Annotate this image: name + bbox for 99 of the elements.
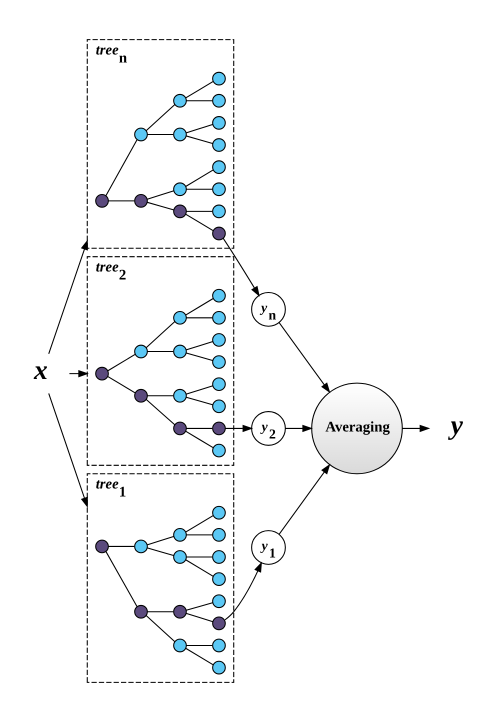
connector <box>108 376 136 393</box>
arrow <box>69 369 89 377</box>
connector <box>106 550 138 606</box>
connector <box>186 100 212 101</box>
connector <box>186 558 214 576</box>
connector <box>186 430 214 448</box>
connector <box>148 394 174 396</box>
node-circle <box>212 310 226 324</box>
arrow <box>402 424 430 432</box>
node-circle <box>212 550 226 564</box>
connector <box>146 320 176 348</box>
node-circle <box>173 127 187 141</box>
connector <box>186 556 212 557</box>
connector <box>146 614 176 642</box>
connector <box>186 213 214 230</box>
connector <box>148 610 174 612</box>
connector <box>186 316 212 318</box>
node-circle <box>212 332 226 346</box>
node-circle <box>173 93 187 108</box>
node-circle <box>134 344 148 358</box>
connector <box>186 124 213 133</box>
connector <box>186 384 213 394</box>
node-circle <box>212 204 226 218</box>
arrow <box>278 322 330 393</box>
connector <box>146 398 176 425</box>
node-circle <box>212 71 226 85</box>
arrow <box>285 424 313 432</box>
connector <box>186 210 212 212</box>
node-circle <box>212 505 226 520</box>
node-circle <box>212 616 226 630</box>
connector <box>186 188 212 190</box>
node-circle <box>134 388 148 402</box>
node-circle <box>212 421 226 435</box>
connector <box>186 80 214 98</box>
connector <box>186 340 213 350</box>
node-circle <box>212 376 226 391</box>
node-circle <box>173 604 187 618</box>
connector <box>186 134 213 144</box>
arrow <box>222 238 260 296</box>
connector <box>147 190 174 200</box>
connector <box>186 514 214 532</box>
node-circle <box>134 127 148 141</box>
node-circle <box>212 398 226 413</box>
connector <box>186 352 213 361</box>
node-circle <box>95 539 109 553</box>
node-circle <box>173 204 187 218</box>
connector <box>186 647 214 665</box>
node-circle <box>212 116 226 130</box>
node-circle <box>212 443 226 457</box>
connector <box>147 201 174 210</box>
connector <box>186 612 213 622</box>
node-circle <box>173 344 187 358</box>
node-circle <box>212 528 226 542</box>
node-circle <box>173 638 187 652</box>
arrow <box>48 238 88 354</box>
connector <box>186 298 214 315</box>
connector <box>186 644 212 646</box>
node-circle <box>173 421 187 435</box>
connector <box>148 133 174 134</box>
node-circle <box>173 528 187 542</box>
node-circle <box>173 388 187 402</box>
connector <box>186 396 213 405</box>
node-circle <box>212 226 226 240</box>
connector <box>186 169 214 186</box>
connector <box>147 546 174 556</box>
node-circle <box>134 539 148 553</box>
arrow <box>224 561 262 620</box>
node-circle <box>212 594 226 608</box>
connector <box>108 545 134 546</box>
connector <box>108 354 136 371</box>
node-circle <box>212 572 226 586</box>
connector <box>146 104 176 130</box>
arrow <box>48 392 88 508</box>
connector <box>106 139 138 196</box>
connector <box>108 200 134 201</box>
node-circle <box>212 288 226 302</box>
node-text: x <box>34 354 48 385</box>
node-circle <box>95 366 109 380</box>
node-circle <box>212 354 226 368</box>
arrow <box>225 424 254 432</box>
node-circle <box>212 93 226 108</box>
connector <box>147 536 174 545</box>
node-circle <box>212 660 226 674</box>
node-circle <box>134 194 148 208</box>
node-circle <box>134 604 148 618</box>
connector <box>186 534 212 535</box>
node-circle <box>212 138 226 152</box>
node-circle <box>173 550 187 564</box>
connector <box>186 602 213 610</box>
connector <box>148 350 174 352</box>
connector <box>186 427 212 428</box>
node-circle <box>173 182 187 196</box>
node-circle <box>95 194 109 208</box>
node-circle <box>173 310 187 324</box>
node-circle <box>212 638 226 652</box>
node-circle <box>212 160 226 174</box>
node-circle <box>212 182 226 196</box>
node-text: y <box>450 410 463 440</box>
arrow <box>278 463 330 534</box>
